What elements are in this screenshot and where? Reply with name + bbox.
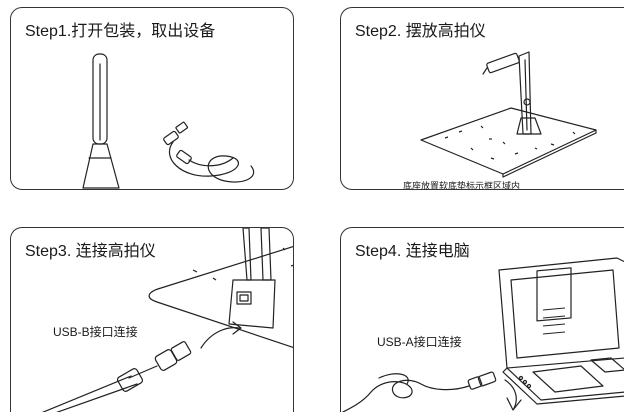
insert-arrow	[200, 321, 242, 349]
scanner-arm	[482, 51, 542, 135]
soft-mat	[420, 107, 597, 175]
usb-a-cable	[341, 373, 470, 412]
step3-connect-illustration	[41, 228, 293, 412]
step4-title: Step4. 连接电脑	[355, 243, 470, 260]
step2-panel: Step2. 摆放高拍仪 底座放置软底垫标示框区域内	[340, 7, 624, 190]
usb-a-plug	[467, 371, 497, 390]
step2-title: Step2. 摆放高拍仪	[355, 23, 486, 40]
step4-panel: Step4. 连接电脑 USB-A接口连接	[340, 227, 624, 412]
step3-panel: Step3. 连接高拍仪 USB-B接口连接	[10, 227, 294, 412]
step1-panel: Step1.打开包装，取出设备	[10, 7, 294, 190]
usb-b-cable	[41, 368, 144, 412]
usb-a-caption: USB-A接口连接	[377, 335, 462, 349]
usb-cable	[163, 121, 255, 183]
insert-arrow	[504, 379, 522, 411]
laptop	[498, 257, 624, 405]
mat-placement-note: 底座放置软底垫标示框区域内	[403, 181, 521, 190]
usb-b-caption: USB-B接口连接	[53, 325, 138, 339]
step4-computer-illustration	[341, 257, 624, 412]
step3-title: Step3. 连接高拍仪	[25, 243, 156, 260]
step2-placement-illustration	[420, 51, 597, 178]
step1-title: Step1.打开包装，取出设备	[25, 23, 216, 40]
mat-edge	[148, 245, 293, 348]
scanner-folded	[82, 53, 120, 189]
scanner-base	[228, 228, 276, 329]
usb-b-plug	[128, 341, 192, 379]
step1-device-illustration	[82, 53, 255, 189]
